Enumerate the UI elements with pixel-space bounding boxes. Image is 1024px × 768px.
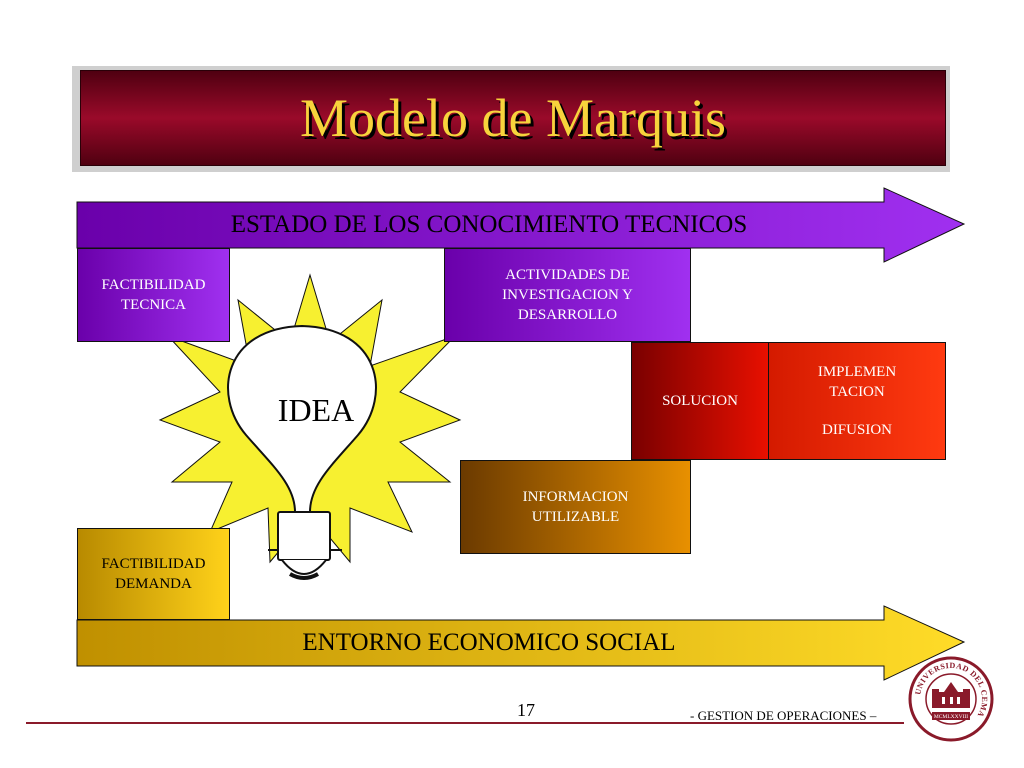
box-line: INVESTIGACION Y [502,287,633,303]
box-line: DEMANDA [115,576,192,592]
box-line: IMPLEMEN [817,364,897,380]
slide-title: Modelo de Marquis [300,88,726,148]
footer-rule [26,722,904,724]
idea-label: IDEA [277,392,355,428]
box-line: SOLUCION [662,393,738,409]
title-banner: Modelo de Marquis [80,70,946,166]
box-line: DESARROLLO [517,307,618,323]
footer-text: - GESTION DE OPERACIONES – [690,708,877,723]
factibilidad-demanda-box: FACTIBILIDAD DEMANDA [77,528,230,620]
box-line: TACION [829,384,885,400]
bottom-arrow [76,605,966,681]
box-line: ACTIVIDADES DE [505,267,630,283]
page-number: 17 [517,700,535,720]
university-seal-icon: UNIVERSIDAD DEL CEMA MCMLXXVIII [908,656,994,742]
box-line: DIFUSION [821,422,892,438]
box-line: FACTIBILIDAD [101,556,206,572]
actividades-box: ACTIVIDADES DE INVESTIGACION Y DESARROLL… [444,248,691,342]
bulb-base-icon [268,511,342,580]
top-arrow-label: ESTADO DE LOS CONOCIMIENTO TECNICOS [230,211,748,238]
box-line: INFORMACION [522,489,629,505]
idea-bulb [158,273,462,580]
solucion-box: SOLUCION [631,342,769,460]
bulb-glass-icon [227,324,377,513]
box-line: FACTIBILIDAD [101,277,206,293]
box-line: UTILIZABLE [531,509,620,525]
implementacion-box: IMPLEMEN TACION DIFUSION [768,342,946,460]
seal-year-text: MCMLXXVIII [934,714,968,720]
box-line: TECNICA [121,297,186,313]
bottom-arrow-label: ENTORNO ECONOMICO SOCIAL [302,629,676,656]
factibilidad-tecnica-box: FACTIBILIDAD TECNICA [77,248,230,342]
informacion-box: INFORMACION UTILIZABLE [460,460,691,554]
